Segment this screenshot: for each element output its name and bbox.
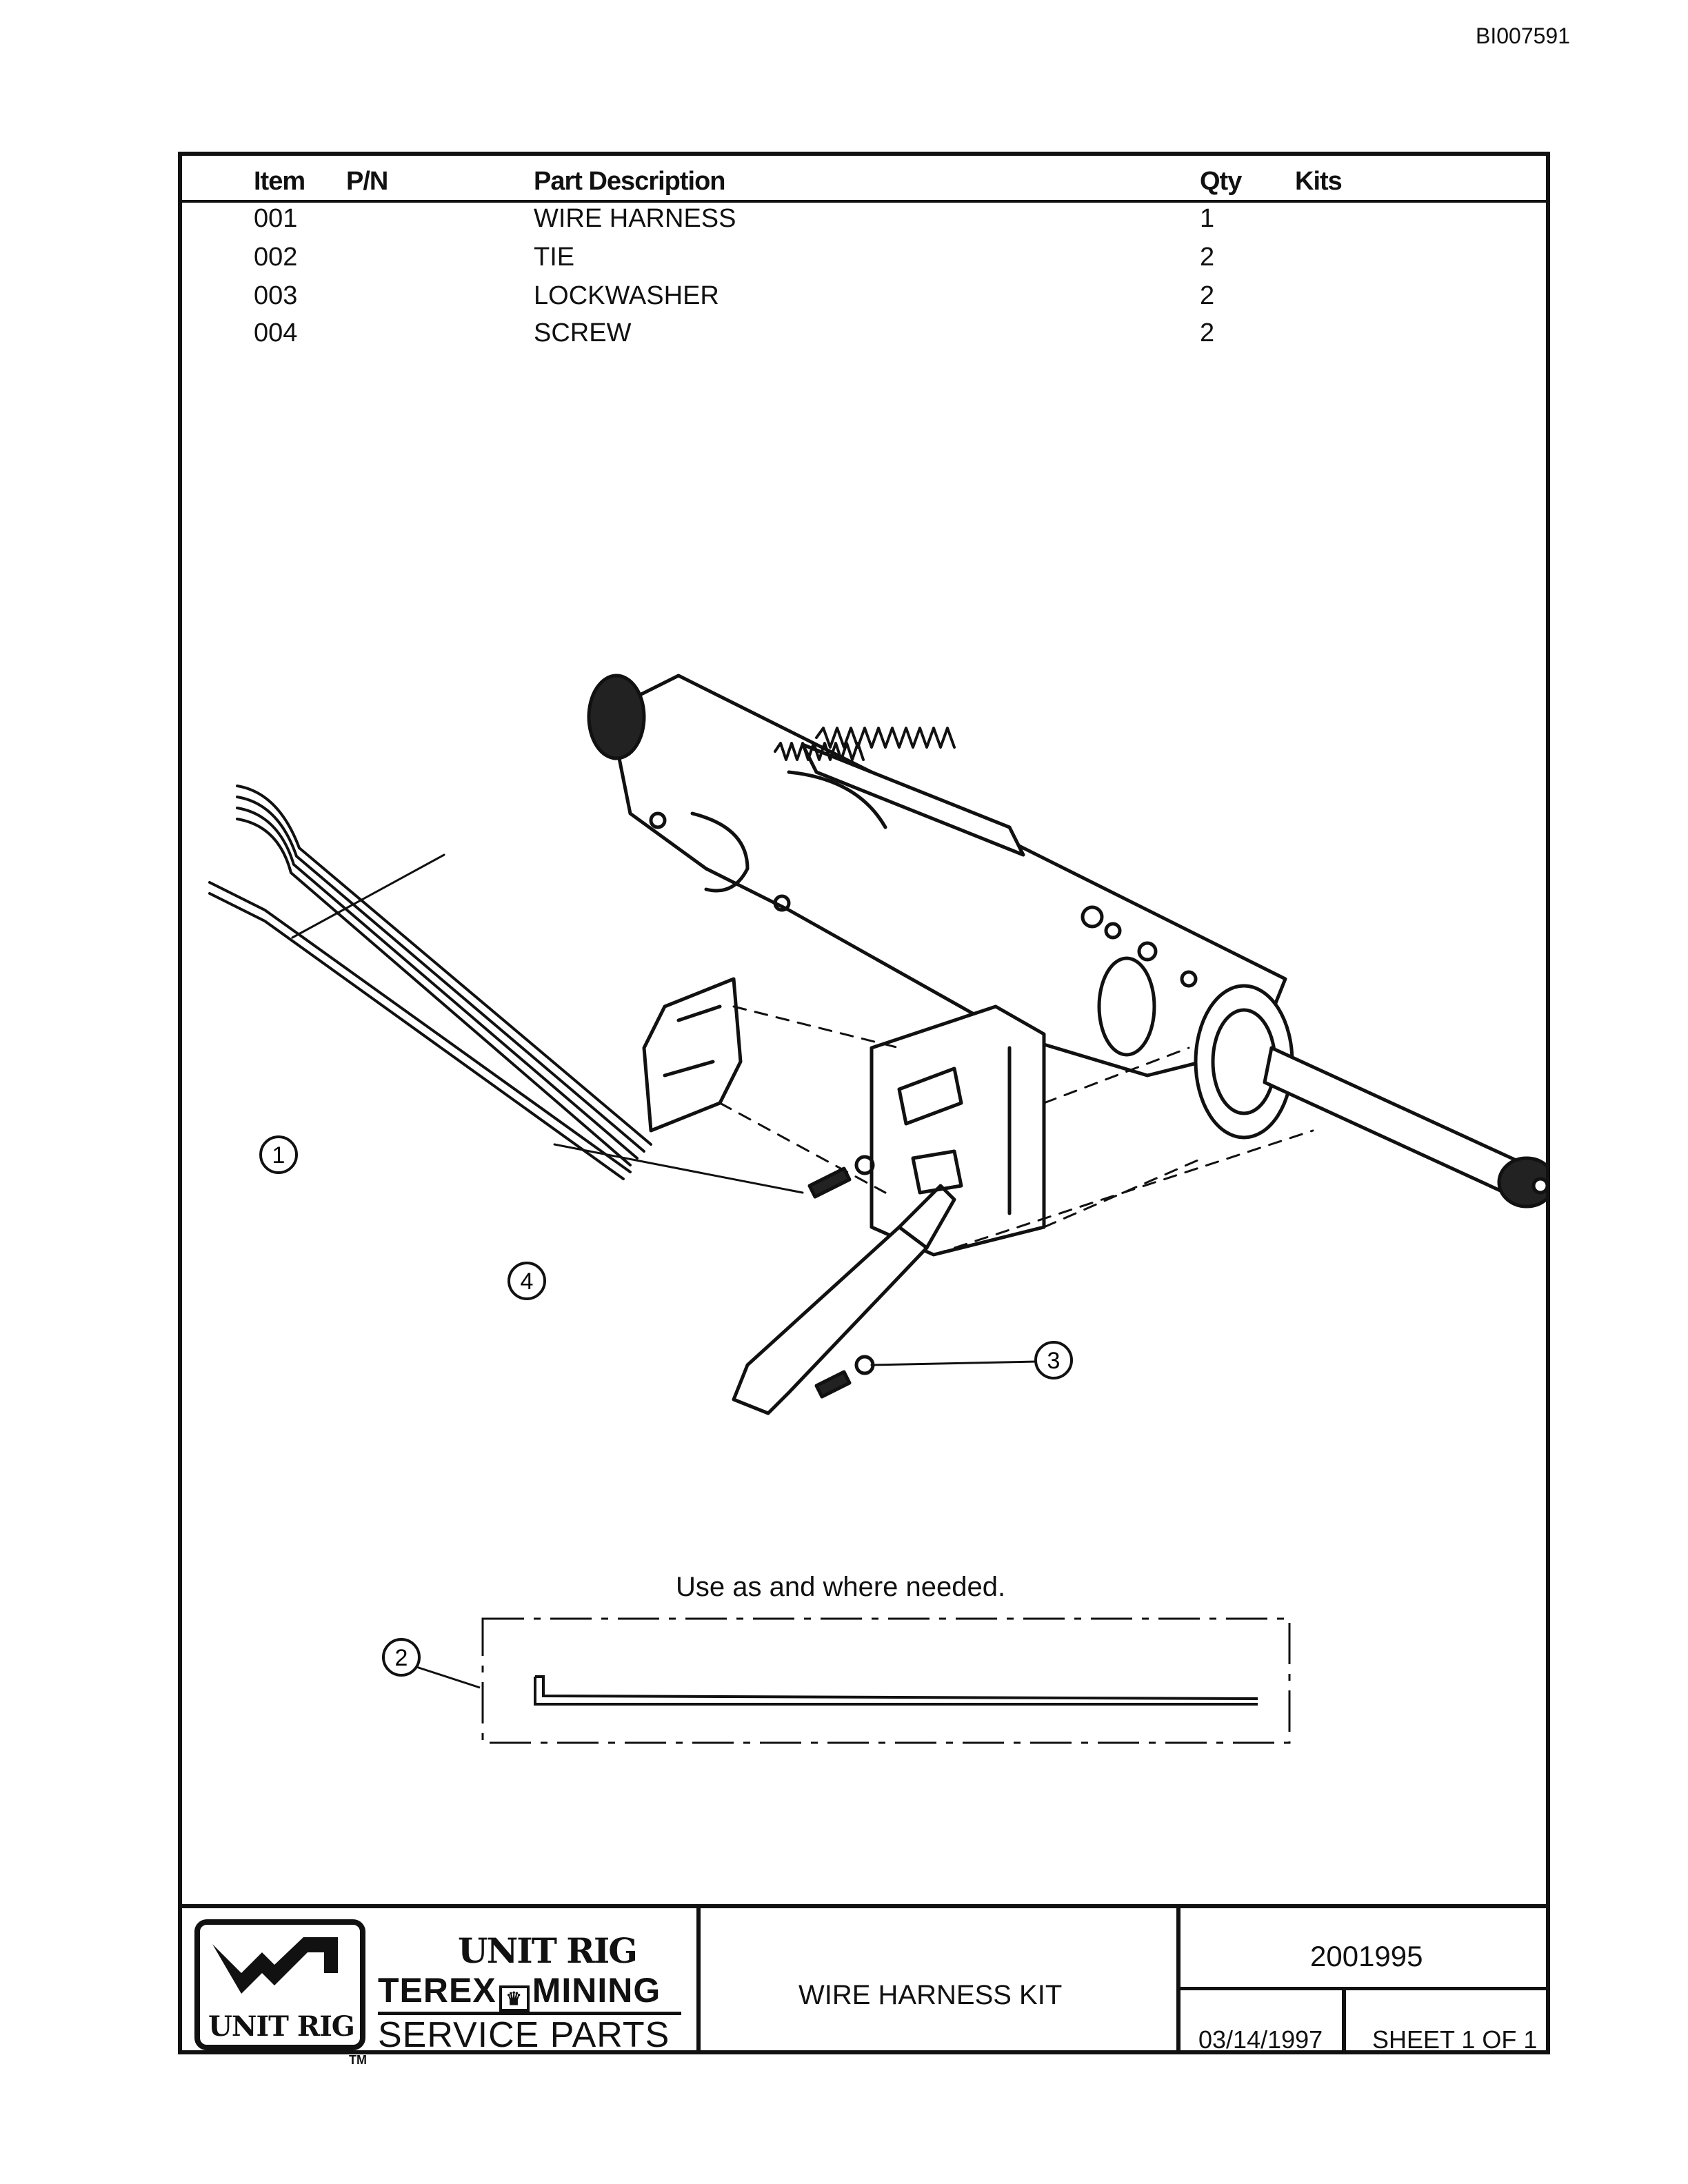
col-header-kits: Kits — [1295, 167, 1343, 196]
row-description: TIE — [534, 243, 575, 272]
header-rule — [182, 200, 1546, 203]
callout-3: 3 — [1034, 1341, 1073, 1379]
col-header-item: Item — [254, 167, 305, 196]
row-item: 003 — [254, 281, 298, 310]
usage-note: Use as and where needed. — [676, 1572, 1006, 1602]
row-item: 002 — [254, 243, 298, 272]
wire-harness — [208, 785, 652, 1180]
kit-title: WIRE HARNESS KIT — [798, 1980, 1063, 2010]
row-item: 004 — [254, 318, 298, 347]
connector-clip — [642, 977, 743, 1133]
drawing-frame — [178, 152, 1550, 2054]
row-item: 001 — [254, 204, 298, 233]
callout-4-label: 4 — [521, 1268, 534, 1295]
row-qty: 2 — [1200, 243, 1215, 272]
row-description: LOCKWASHER — [534, 281, 719, 310]
bearing-and-shaft — [1097, 956, 1546, 1209]
row-qty: 2 — [1200, 281, 1215, 310]
document-id: BI007591 — [1476, 23, 1571, 48]
row-description: WIRE HARNESS — [534, 204, 736, 233]
trademark: TM — [349, 2053, 367, 2067]
brand-service-parts: SERVICE PARTS — [378, 2015, 670, 2055]
row-qty: 1 — [1200, 204, 1215, 233]
callout-2-label: 2 — [395, 1645, 408, 1671]
part-number: 2001995 — [1310, 1940, 1423, 1972]
revision-date: 03/14/1997 — [1198, 2025, 1323, 2054]
callout-1-label: 1 — [272, 1142, 285, 1169]
logo-text: UNIT RIG — [208, 2010, 355, 2043]
col-header-qty: Qty — [1200, 167, 1242, 196]
switch-housing — [870, 1004, 1046, 1257]
brand-terex: TEREX — [378, 1971, 496, 2010]
callout-2: 2 — [382, 1638, 421, 1677]
callout-3-label: 3 — [1047, 1348, 1061, 1374]
tie-detail: 2 — [382, 1617, 1291, 1744]
brand-mining: MINING — [532, 1971, 661, 2010]
row-qty: 2 — [1200, 318, 1215, 347]
brand-terex-mining: TEREX♛MINING — [378, 1973, 681, 2015]
springs — [774, 727, 956, 761]
col-header-description: Part Description — [534, 167, 726, 196]
title-block-rule — [1176, 1987, 1546, 1990]
row-description: SCREW — [534, 318, 632, 347]
logo-mark-icon — [212, 1937, 338, 1994]
callout-1: 1 — [259, 1135, 298, 1174]
col-header-pn: P/N — [346, 167, 388, 196]
unit-rig-logo — [194, 1919, 365, 2050]
crown-icon: ♛ — [499, 1985, 530, 2012]
title-block-divider — [696, 1904, 701, 2050]
title-block-divider — [1176, 1904, 1180, 2050]
turn-signal-lever — [732, 1184, 956, 1415]
title-block-divider — [1342, 1987, 1346, 2050]
title-block-rule — [182, 1904, 1546, 1908]
sheet-number: SHEET 1 OF 1 — [1372, 2025, 1538, 2054]
exploded-assembly-diagram: 1 4 3 — [208, 674, 1546, 1415]
brand-unit-rig: UNIT RIG — [458, 1930, 638, 1971]
callout-4: 4 — [508, 1262, 546, 1300]
